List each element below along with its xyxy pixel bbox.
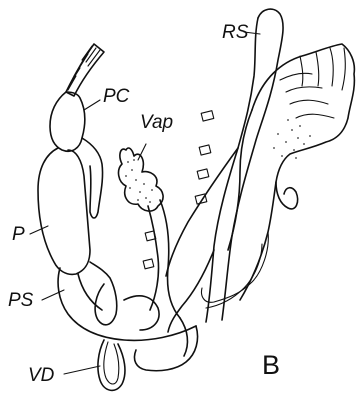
penis <box>38 92 103 274</box>
panel-letter: B <box>262 350 280 380</box>
label-rs: RS <box>222 22 249 43</box>
label-p: P <box>12 224 25 245</box>
vaginal-appendage <box>119 148 180 318</box>
label-pc: PC <box>103 86 130 107</box>
penis-sheath <box>58 262 196 340</box>
label-ps: PS <box>8 290 34 311</box>
leader-lines <box>30 32 260 374</box>
label-vap: Vap <box>140 112 173 133</box>
receptaculum-seminis <box>206 9 283 322</box>
oviduct-loop <box>202 182 298 308</box>
label-vd: VD <box>28 365 55 386</box>
gland-ducts <box>143 111 214 269</box>
flagellum <box>66 44 104 96</box>
